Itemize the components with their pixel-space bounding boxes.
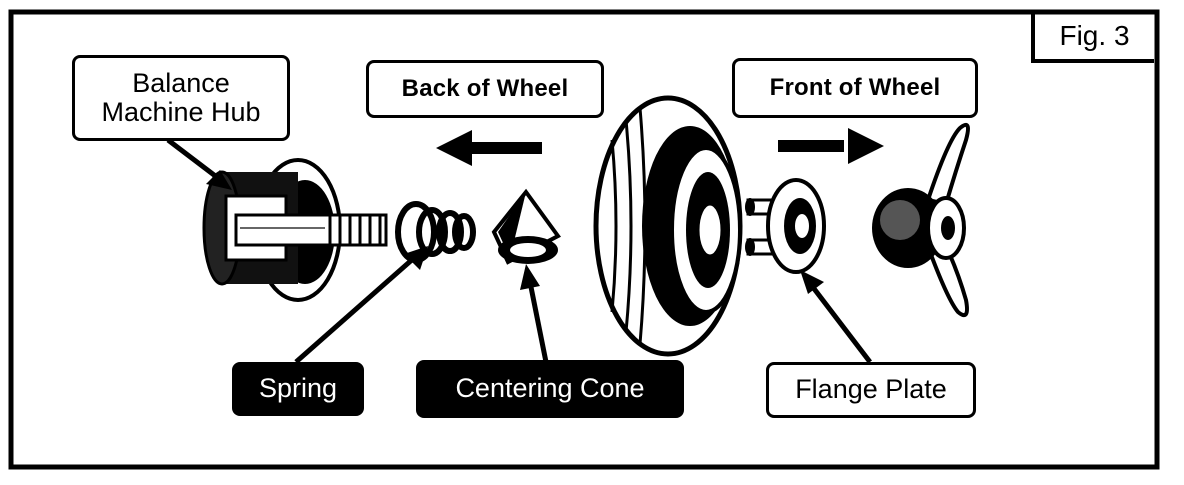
balance-machine-hub-drawing [202,158,388,302]
wheel-drawing [593,95,743,357]
flange-plate-drawing [745,178,826,274]
hub-leader-arrow [166,138,232,190]
flange-leader-arrow [800,270,872,364]
spring-leader-arrow [294,246,428,364]
figure-frame [8,9,1160,470]
back-of-wheel-label: Back of Wheel [366,60,604,118]
flange-plate-label: Flange Plate [766,362,976,418]
balance-machine-hub-label: Balance Machine Hub [72,55,290,141]
balance-machine-hub-label-line2: Machine Hub [101,97,261,127]
centering-cone-drawing [491,188,561,265]
front-direction-arrow [778,128,884,164]
front-of-wheel-label: Front of Wheel [732,58,978,118]
spring-drawing [395,201,476,263]
cone-leader-arrow [520,264,549,363]
figure-label: Fig. 3 [1031,13,1154,63]
spring-label: Spring [232,362,364,416]
centering-cone-label: Centering Cone [416,360,684,418]
back-direction-arrow [436,130,542,166]
balance-machine-hub-label-line1: Balance [132,67,230,98]
wing-nut-drawing [872,123,970,317]
